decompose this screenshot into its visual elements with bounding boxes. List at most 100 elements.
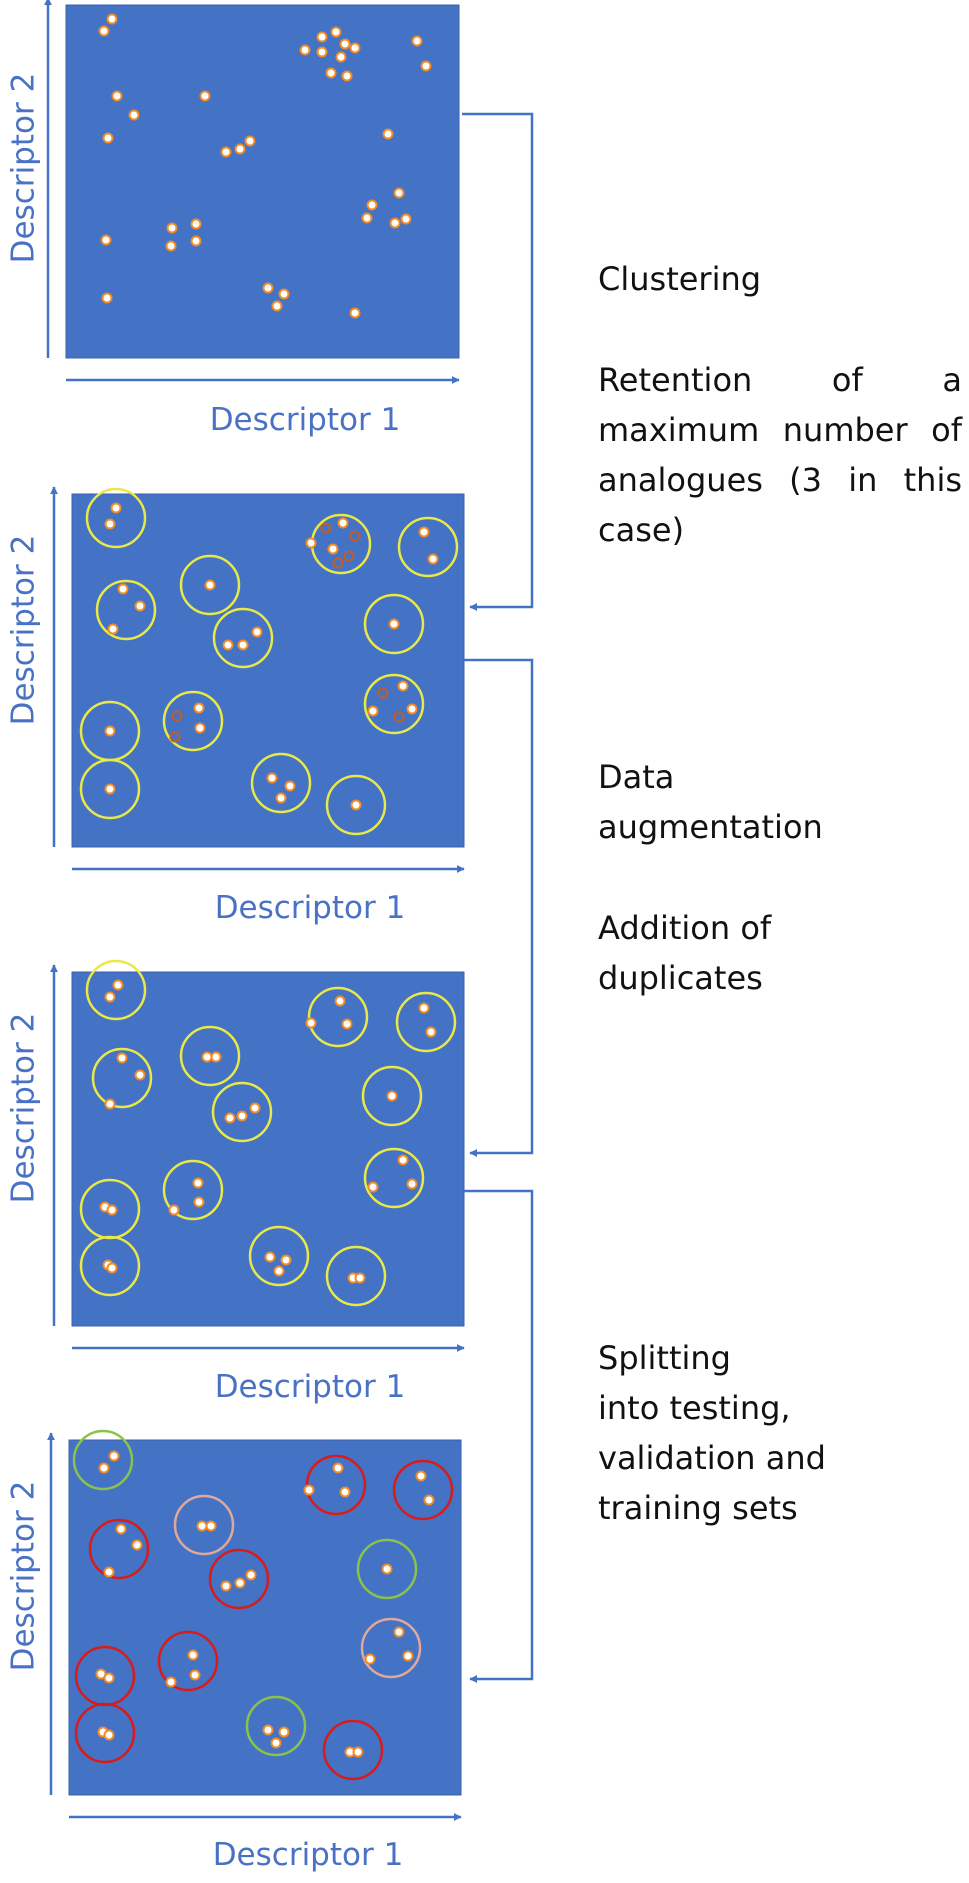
molecule-point [104,1098,116,1110]
molecule-point [106,1262,118,1274]
molecule-point [192,1177,204,1189]
molecule-point [397,680,409,692]
molecule-point [330,26,342,38]
molecule-point [165,1676,177,1688]
molecule-point [266,772,278,784]
cluster-circle [360,1617,422,1679]
molecule-point [193,1196,205,1208]
molecule-point [349,307,361,319]
cluster-circle [95,579,157,641]
molecule-point [406,703,418,715]
molecule-point [352,1746,364,1758]
panel-2-y-axis-label: Descriptor 2 [5,534,42,726]
molecule-point [264,1251,276,1263]
molecule-point [420,60,432,72]
cluster-circle [325,1245,387,1307]
molecule-point [104,518,116,530]
molecule-point [406,1178,418,1190]
molecule-point [262,1724,274,1736]
cluster-circle [211,1081,273,1143]
molecule-point [102,132,114,144]
cluster-circle [162,1159,224,1221]
molecule-point [98,1462,110,1474]
cluster-circle [248,1225,310,1287]
molecule-point [245,1569,257,1581]
step-1-connector-arrow [462,112,534,611]
molecule-point [354,1272,366,1284]
molecule-point [271,300,283,312]
molecule-point [115,1523,127,1535]
molecule-point [284,780,296,792]
molecule-point [386,1090,398,1102]
molecule-point [400,213,412,225]
molecule-point [299,44,311,56]
cluster-circle [325,774,387,836]
cluster-circle [85,959,147,1021]
step-2-connector-arrow [464,658,534,1157]
molecule-point [341,70,353,82]
molecule-point [234,1577,246,1589]
molecule-point [349,42,361,54]
molecule-point [104,991,116,1003]
molecule-point [106,13,118,25]
molecule-point [187,1649,199,1661]
cluster-circle [392,1459,454,1521]
molecule-point [244,135,256,147]
molecule-point [103,1729,115,1741]
molecule-point [128,109,140,121]
molecule-point [325,67,337,79]
cluster-circle [157,1630,219,1692]
molecule-point [168,1204,180,1216]
panel-2-x-axis-label: Descriptor 1 [214,890,406,926]
molecule-point [423,1494,435,1506]
molecule-point [316,31,328,43]
step-3-connector-arrow [464,1189,534,1683]
molecule-point [339,38,351,50]
molecule-point [381,1563,393,1575]
molecule-point [389,217,401,229]
molecule-point [273,1265,285,1277]
molecule-point [165,240,177,252]
cluster-circle [363,593,425,655]
panel-2-plot-area [71,493,465,848]
molecule-point [166,222,178,234]
cluster-circle [397,516,459,578]
molecule-point [103,1566,115,1578]
panel-4-plot-area [68,1439,462,1796]
molecule-point [278,1726,290,1738]
molecule-point [418,526,430,538]
cluster-circle [162,690,224,752]
panel-1-x-axis-label: Descriptor 1 [209,402,401,438]
panel-3-y-axis-label: Descriptor 2 [5,1012,42,1204]
removed-analogue-point [377,687,389,699]
molecule-point [220,1580,232,1592]
molecule-point [106,1204,118,1216]
molecule-point [388,618,400,630]
molecule-point [393,187,405,199]
molecule-point [101,292,113,304]
molecule-point [222,639,234,651]
molecule-point [397,1154,409,1166]
molecule-point [332,1462,344,1474]
cluster-circle [91,1047,153,1109]
molecule-point [220,146,232,158]
molecule-point [366,199,378,211]
cluster-circle [74,1702,136,1764]
removed-analogue-point [343,550,355,562]
molecule-point [305,1017,317,1029]
molecule-point [425,1026,437,1038]
molecule-point [190,235,202,247]
cluster-circle [245,1695,307,1757]
cluster-circle [79,1235,141,1297]
molecule-point [103,1672,115,1684]
cluster-circle [356,1538,418,1600]
cluster-circle [322,1719,384,1781]
step-2-title: Data augmentation [598,758,823,846]
molecule-point [361,212,373,224]
step-2-description: Addition of duplicates [598,909,772,997]
molecule-point [237,639,249,651]
molecule-point [98,25,110,37]
molecule-point [316,46,328,58]
cluster-circle [179,1025,241,1087]
molecule-point [251,626,263,638]
